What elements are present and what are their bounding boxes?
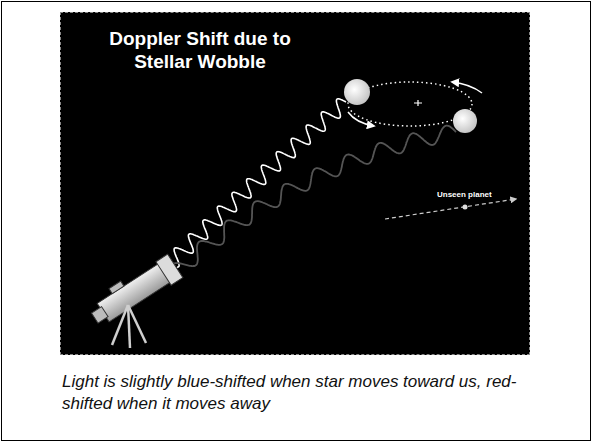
star [453,109,477,133]
star [344,79,370,105]
title: Doppler Shift due to Stellar Wobble [84,27,316,73]
orbit-arrow [348,112,374,126]
planet-label: Unseen planet [437,190,492,200]
planet-path [385,199,516,219]
orbit-arrow [452,82,482,93]
planet-dot [463,205,468,210]
center-of-mass [414,100,422,106]
light-wave [171,126,456,267]
light-waves [171,99,456,267]
tripod [112,305,146,348]
caption: Light is slightly blue-shifted when star… [62,371,544,415]
